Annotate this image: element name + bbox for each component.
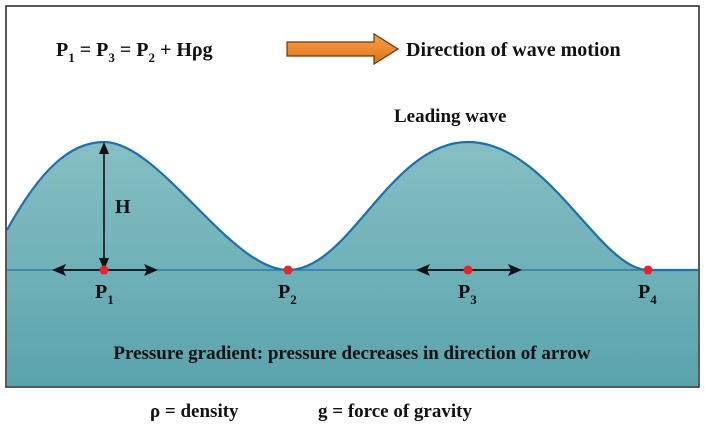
leading-wave-label: Leading wave — [394, 106, 506, 127]
point-p4-marker — [643, 265, 653, 275]
point-p4-label: P4 — [638, 281, 657, 307]
height-label: H — [115, 196, 131, 218]
wave-surface-line — [6, 140, 698, 272]
water-body — [7, 142, 698, 386]
point-p1-label: P1 — [95, 281, 114, 307]
height-arrow-bottom-icon — [99, 258, 109, 270]
pressure-equation: P1 = P3 = P2 + Hρg — [56, 39, 213, 65]
point-p1-marker — [99, 265, 109, 275]
direction-label: Direction of wave motion — [406, 39, 621, 61]
direction-arrow-icon — [286, 32, 400, 66]
gravity-legend: g = force of gravity — [318, 401, 472, 422]
p1-arrow-left-icon — [52, 264, 66, 276]
point-p3-marker — [463, 265, 473, 275]
point-p2-label: P2 — [278, 281, 297, 307]
p3-arrow-left-icon — [416, 264, 430, 276]
p3-arrow-right-icon — [508, 264, 522, 276]
height-arrow-top-icon — [99, 142, 109, 154]
point-p3-label: P3 — [458, 281, 477, 307]
pressure-gradient-caption: Pressure gradient: pressure decreases in… — [113, 343, 591, 364]
p1-arrow-right-icon — [144, 264, 158, 276]
density-legend: ρ = density — [150, 401, 239, 422]
point-p2-marker — [283, 265, 293, 275]
